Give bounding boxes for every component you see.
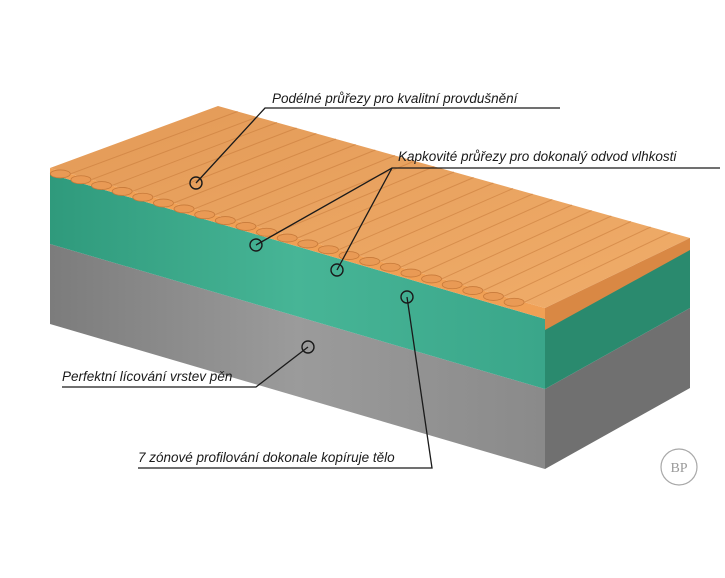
groove-line <box>462 215 612 286</box>
groove-line <box>421 204 573 274</box>
groove-line <box>235 155 396 221</box>
marker-drop-1 <box>249 238 263 252</box>
marker-seven-zone <box>400 290 414 304</box>
scallop-bump <box>235 222 257 231</box>
brand-logo: BP <box>660 448 698 486</box>
groove-line <box>152 133 317 198</box>
groove-line <box>297 171 455 239</box>
scallop-bump <box>462 286 484 295</box>
groove-line <box>379 193 533 262</box>
groove-line <box>173 138 337 204</box>
profile-scallops <box>49 169 525 307</box>
scallop-bump <box>318 245 339 255</box>
groove-line <box>400 199 553 268</box>
leader-lines <box>62 107 720 469</box>
groove-line <box>359 188 514 256</box>
logo-ring <box>660 448 698 486</box>
scallop-bump <box>276 233 298 243</box>
scallop-bump <box>503 297 525 307</box>
groove-line <box>482 221 632 291</box>
callout-layer-fit: Perfektní lícování vrstev pěn <box>62 369 232 384</box>
marker-drop-2 <box>330 263 344 277</box>
callout-seven-zone: 7 zónové profilování dokonale kopíruje t… <box>138 450 395 465</box>
middle-layer-side <box>545 238 690 389</box>
scallop-bump <box>49 169 71 179</box>
groove-line <box>194 144 356 210</box>
logo-lettering: BP <box>670 461 687 476</box>
scallop-bump <box>441 280 463 290</box>
groove-line <box>503 226 651 297</box>
scallop-bump <box>256 227 277 237</box>
scallop-bump <box>132 192 154 202</box>
scallop-bump <box>173 204 195 214</box>
groove-line <box>441 210 592 280</box>
groove-line <box>338 182 494 251</box>
scallop-bump <box>379 262 401 272</box>
groove-line <box>276 166 435 233</box>
groove-line <box>317 177 474 245</box>
scallop-bump <box>111 187 133 196</box>
scallop-bump <box>194 210 216 220</box>
marker-layer-fit <box>301 340 315 354</box>
groove-line <box>256 160 415 227</box>
groove-line <box>91 116 258 181</box>
leader-seven-zone <box>138 296 433 469</box>
groove-line <box>111 122 278 186</box>
top-foam-layer <box>49 106 690 330</box>
groove-line <box>132 127 297 192</box>
bottom-foam-layer <box>50 244 690 469</box>
scallop-bump <box>421 274 442 284</box>
groove-line <box>70 111 238 175</box>
callout-drop-cuts: Kapkovité průřezy pro dokonalý odvod vlh… <box>398 149 677 164</box>
scallop-bump <box>214 216 236 225</box>
leader-drop-2 <box>336 167 393 271</box>
callout-markers <box>189 176 414 354</box>
scallop-bump <box>359 257 381 266</box>
callout-longitudinal-cuts: Podélné průřezy pro kvalitní provdušnění <box>272 91 519 106</box>
middle-layer-front <box>50 174 545 389</box>
top-layer-side <box>545 238 690 330</box>
scallop-bump <box>483 292 504 301</box>
groove-line <box>214 149 376 216</box>
scallop-bump <box>91 181 112 190</box>
scallop-bump <box>70 175 92 185</box>
longitudinal-grooves <box>70 111 671 303</box>
scallop-bump <box>297 239 319 249</box>
groove-line <box>524 232 671 303</box>
leader-longitudinal <box>195 107 560 184</box>
middle-foam-layer <box>50 174 690 389</box>
marker-longitudinal <box>189 176 203 190</box>
scallop-bump <box>338 251 360 260</box>
scallop-bump <box>153 198 174 208</box>
bottom-layer-front <box>50 244 545 469</box>
leader-layer-fit <box>62 346 309 388</box>
bottom-layer-side <box>545 308 690 469</box>
scallop-bump <box>400 268 422 278</box>
